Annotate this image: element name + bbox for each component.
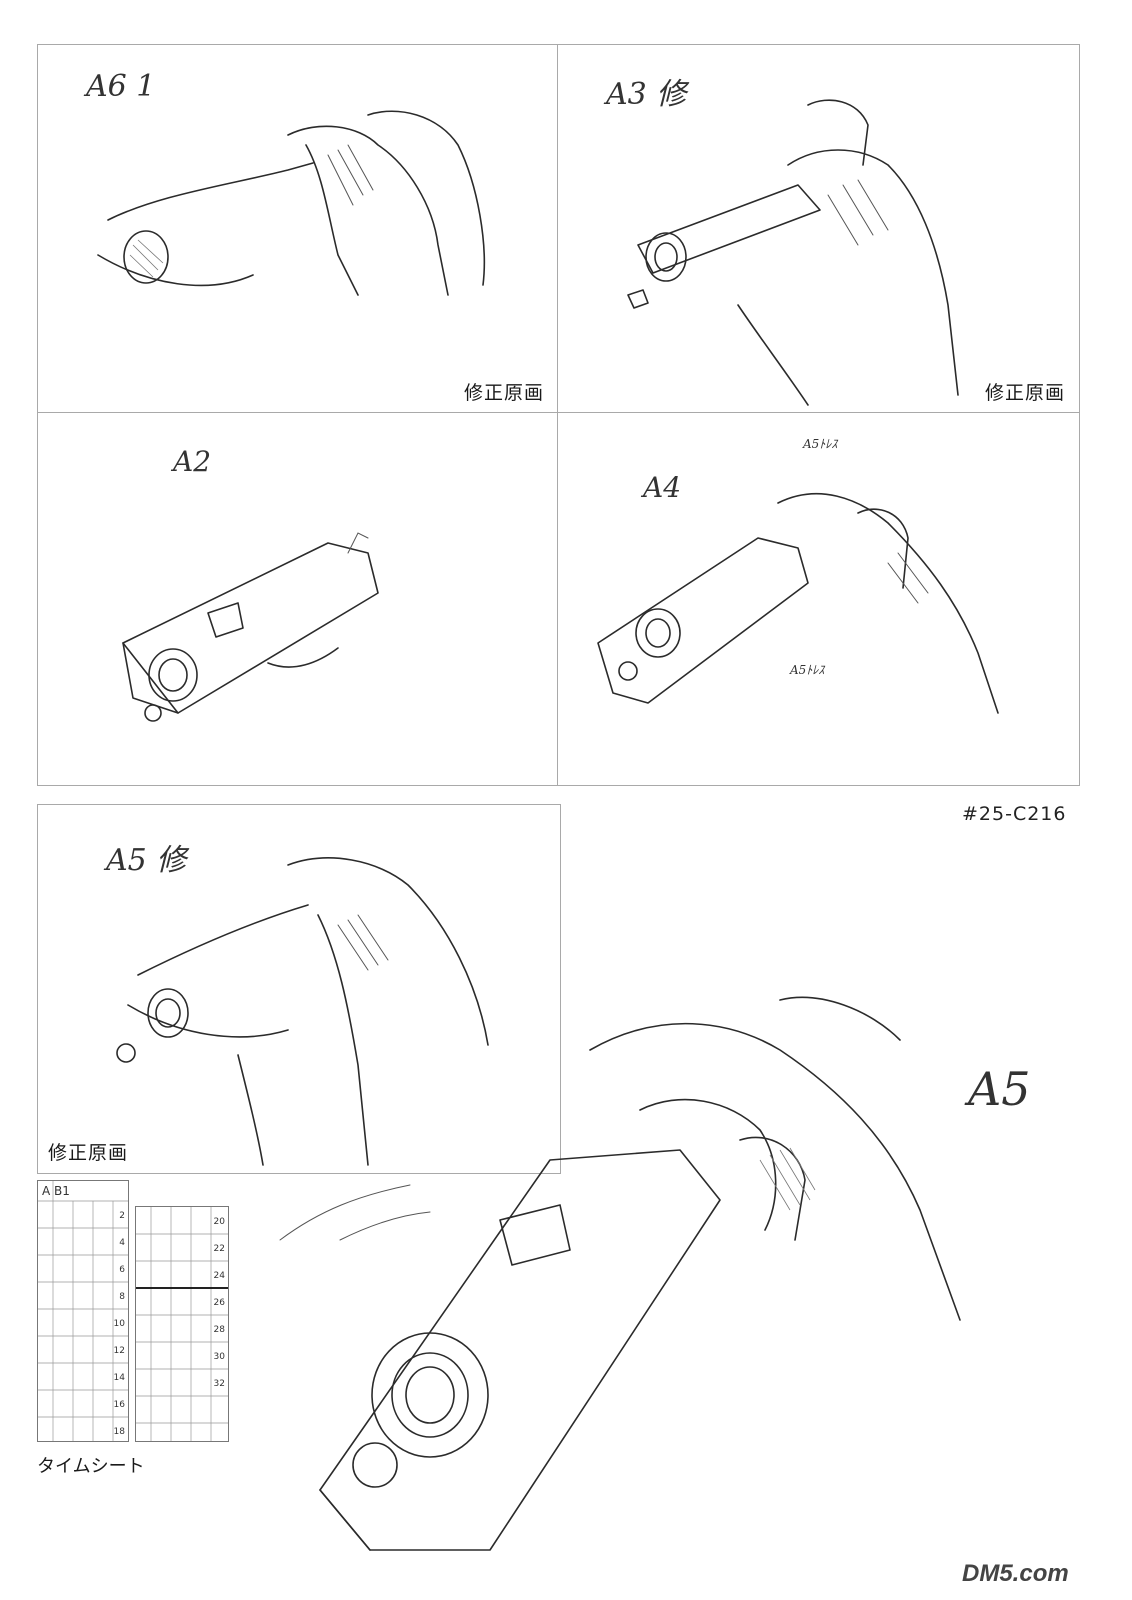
- ts-right-num-2: 22: [213, 1244, 225, 1254]
- ts-left-num-2: 4: [119, 1238, 125, 1248]
- timesheet-right-column: 20 22 24 26 28 30 32: [135, 1206, 229, 1442]
- pistol-hands-sketch: [597, 492, 999, 714]
- panel-3-mark: A2: [173, 445, 212, 478]
- ts-left-num-1: 2: [119, 1211, 125, 1221]
- timesheet-label: タイムシート: [37, 1456, 145, 1477]
- sketch-panel-1: A6 1 修正原画: [37, 44, 559, 414]
- panel-5-caption: 修正原画: [48, 1142, 129, 1164]
- ts-left-num-8: 16: [113, 1400, 125, 1410]
- ts-right-num-4: 26: [213, 1298, 225, 1308]
- ts-right-num-1: 20: [213, 1217, 225, 1227]
- large-drawing-mark: A5: [968, 1062, 1031, 1116]
- timesheet-grid-right: [136, 1207, 228, 1441]
- sketch-panel-3: A2: [37, 412, 559, 786]
- large-gun-drawing: [279, 996, 961, 1551]
- panel-4-note-top: A5ﾄﾚｽ: [803, 437, 838, 451]
- ts-left-num-3: 6: [119, 1265, 125, 1275]
- sketch-panel-4: A4 A5ﾄﾚｽ A5ﾄﾚｽ: [557, 412, 1080, 786]
- timesheet-left-column: A B1 2 4 6 8 10 12 14 16 18: [37, 1180, 129, 1442]
- site-watermark: DM5.com: [962, 1560, 1069, 1587]
- panel-2-mark: A3 修: [606, 77, 687, 112]
- panel-4-note-bottom: A5ﾄﾚｽ: [790, 663, 825, 677]
- gun-aim-sketch: [116, 857, 489, 1166]
- panel-1-mark: A6 1: [86, 69, 156, 104]
- ts-right-num-6: 30: [213, 1352, 225, 1362]
- ts-right-num-5: 28: [213, 1325, 225, 1335]
- panel-2-caption: 修正原画: [984, 382, 1065, 404]
- scene-id: #25-C216: [962, 803, 1067, 825]
- panel-4-mark: A4: [643, 471, 682, 504]
- ts-right-num-3: 24: [213, 1271, 225, 1281]
- panel-1-caption: 修正原画: [463, 382, 544, 404]
- timesheet-header: A B1: [42, 1184, 70, 1198]
- gun-barrel-sketch: [627, 99, 959, 406]
- timesheet-grid-left: [38, 1181, 128, 1441]
- ts-left-num-9: 18: [113, 1427, 125, 1437]
- pistol-front-sketch: [122, 532, 379, 722]
- ts-left-num-6: 12: [113, 1346, 125, 1356]
- panel-5-mark: A5 修: [106, 843, 187, 878]
- ts-left-num-4: 8: [119, 1292, 125, 1302]
- ts-right-num-7: 32: [213, 1379, 225, 1389]
- sketch-panel-5: A5 修 修正原画: [37, 804, 561, 1174]
- ts-left-num-7: 14: [113, 1373, 125, 1383]
- gun-muzzle-sketch: [97, 110, 486, 296]
- ts-left-num-5: 10: [113, 1319, 125, 1329]
- sketch-panel-2: A3 修 修正原画: [557, 44, 1080, 414]
